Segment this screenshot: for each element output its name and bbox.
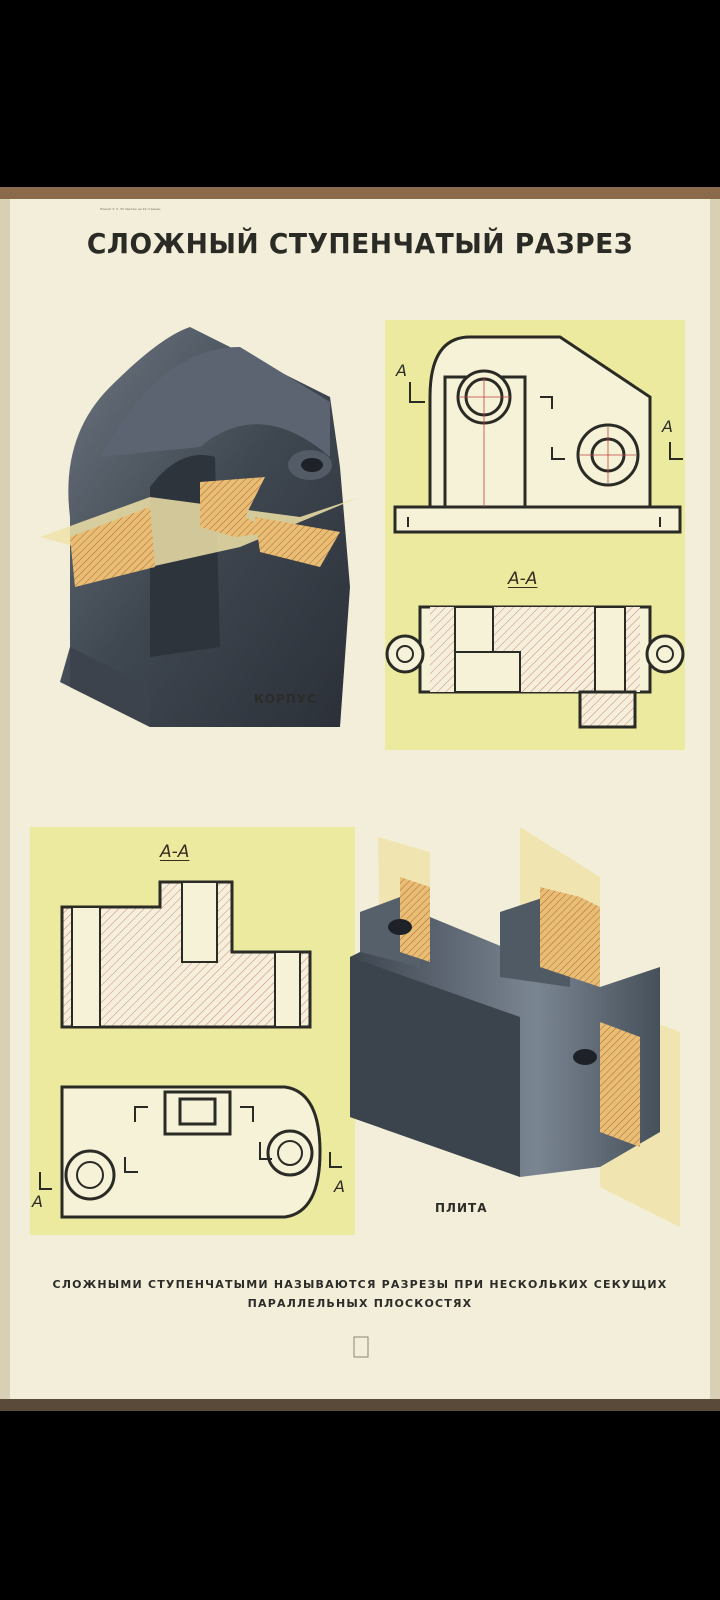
section-label-top-right: А-А (508, 569, 538, 589)
plita-isometric-illustration (350, 827, 680, 1227)
cut-arrow-a-right (669, 442, 683, 460)
section-view-korpus (385, 605, 685, 729)
korpus-isometric-illustration (40, 327, 360, 727)
publisher-emblem (353, 1336, 369, 1358)
plane-letter-top-left: А (396, 361, 407, 380)
definition-text: СЛОЖНЫМИ СТУПЕНЧАТЫМИ НАЗЫВАЮТСЯ РАЗРЕЗЫ… (40, 1275, 680, 1313)
wooden-rail-top (0, 187, 720, 199)
definition-line-1: СЛОЖНЫМИ СТУПЕНЧАТЫМИ НАЗЫВАЮТСЯ РАЗРЕЗЫ… (52, 1278, 668, 1291)
poster-artwork (0, 187, 720, 1411)
definition-line-2: ПАРАЛЛЕЛЬНЫХ ПЛОСКОСТЯХ (247, 1297, 473, 1310)
plane-letter-top-right: А (662, 417, 673, 436)
plane-letter-bottom-right: А (334, 1177, 345, 1196)
top-left-small-print: Плакат 2. 5. 33 Чертеж на 19 страниц (100, 207, 161, 211)
plane-letter-bottom-left: А (32, 1192, 43, 1211)
top-view-plita (60, 1085, 322, 1219)
caption-plita: ПЛИТА (435, 1201, 488, 1215)
poster-title: СЛОЖНЫЙ СТУПЕНЧАТЫЙ РАЗРЕЗ (86, 227, 634, 260)
poster: СЛОЖНЫЙ СТУПЕНЧАТЫЙ РАЗРЕЗ Плакат 2. 5. … (0, 187, 720, 1411)
cut-arrow-a-top (409, 382, 425, 403)
caption-korpus: КОРПУС (254, 692, 317, 706)
wooden-rail-bottom (0, 1399, 720, 1411)
section-view-plita (60, 880, 312, 1029)
section-label-bottom-left: А-А (160, 842, 190, 862)
